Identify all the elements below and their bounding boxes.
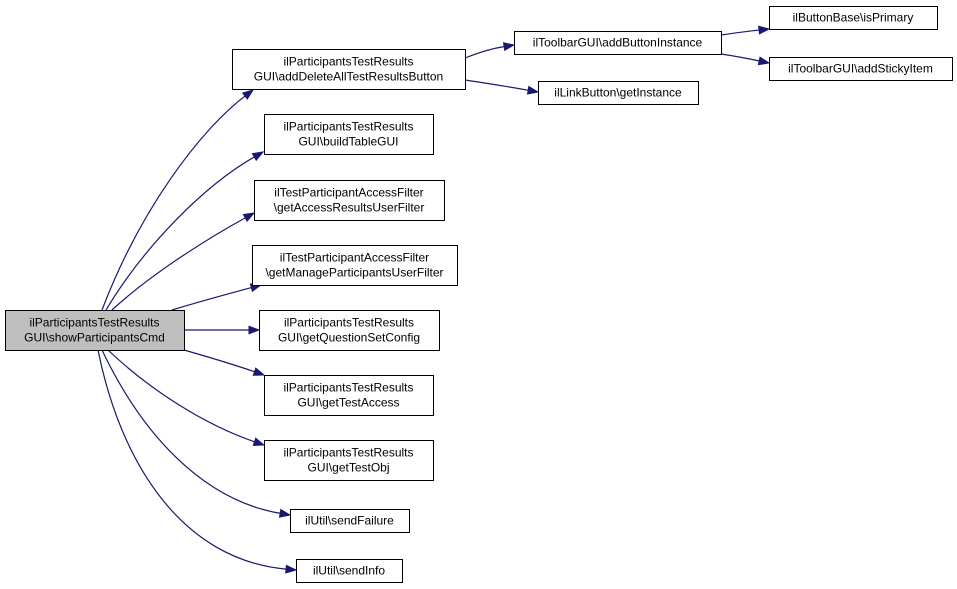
node-box bbox=[264, 440, 434, 481]
node-label-line: GUI\buildTableGUI bbox=[298, 135, 398, 149]
node-label-line: GUI\getQuestionSetConfig bbox=[278, 331, 420, 345]
edge-showParticipantsCmd-to-getAccessResultsUserFilter bbox=[111, 216, 247, 311]
arrowhead-addDeleteAllTestResultsButton bbox=[241, 89, 255, 100]
node-box bbox=[538, 81, 699, 105]
node-label-line: ilToolbarGUI\addButtonInstance bbox=[533, 36, 703, 50]
node-box bbox=[769, 6, 938, 30]
node-addDeleteAllTestResultsButton[interactable]: ilParticipantsTestResultsGUI\addDeleteAl… bbox=[232, 49, 466, 90]
node-label-line: ilUtil\sendFailure bbox=[305, 514, 394, 528]
node-box bbox=[264, 375, 434, 416]
edge-showParticipantsCmd-to-getManageParticipantsUserFilter bbox=[171, 286, 253, 311]
edge-addButtonInstance-to-isPrimary bbox=[720, 29, 761, 36]
node-label-line: ilParticipantsTestResults bbox=[283, 55, 413, 69]
edges-layer bbox=[97, 25, 771, 574]
node-label-line: ilTestParticipantAccessFilter bbox=[274, 186, 423, 200]
arrowhead-addStickyItem bbox=[757, 56, 771, 66]
arrowhead-sendInfo bbox=[285, 564, 298, 574]
node-label-line: \getAccessResultsUserFilter bbox=[274, 201, 425, 215]
node-label-line: ilParticipantsTestResults bbox=[283, 381, 413, 395]
arrowhead-getInstance bbox=[526, 85, 540, 95]
node-label-line: GUI\getTestAccess bbox=[297, 396, 399, 410]
arrowhead-buildTableGUI bbox=[251, 151, 265, 162]
node-getManageParticipantsUserFilter[interactable]: ilTestParticipantAccessFilter\getManageP… bbox=[252, 245, 458, 286]
edge-showParticipantsCmd-to-sendFailure bbox=[101, 349, 282, 515]
node-box bbox=[5, 310, 185, 351]
arrowhead-getTestAccess bbox=[252, 367, 266, 376]
edge-showParticipantsCmd-to-sendInfo bbox=[97, 349, 288, 570]
node-sendFailure[interactable]: ilUtil\sendFailure bbox=[290, 509, 410, 533]
node-label-line: GUI\addDeleteAllTestResultsButton bbox=[254, 70, 443, 84]
edge-showParticipantsCmd-to-getTestObj bbox=[107, 349, 256, 443]
arrowhead-sendFailure bbox=[278, 508, 292, 518]
edge-addDeleteAllTestResultsButton-to-getInstance bbox=[464, 79, 530, 92]
edge-addDeleteAllTestResultsButton-to-addButtonInstance bbox=[464, 45, 506, 59]
node-addStickyItem[interactable]: ilToolbarGUI\addStickyItem bbox=[769, 57, 953, 81]
node-box bbox=[290, 509, 410, 533]
node-box bbox=[252, 245, 458, 286]
edge-showParticipantsCmd-to-getTestAccess bbox=[183, 349, 256, 373]
node-label-line: ilParticipantsTestResults bbox=[283, 446, 413, 460]
node-box bbox=[254, 180, 445, 221]
node-label-line: ilTestParticipantAccessFilter bbox=[280, 251, 429, 265]
node-isPrimary[interactable]: ilButtonBase\isPrimary bbox=[769, 6, 938, 30]
node-label-line: ilToolbarGUI\addStickyItem bbox=[788, 62, 933, 76]
edge-showParticipantsCmd-to-buildTableGUI bbox=[105, 155, 256, 311]
node-label-line: GUI\getTestObj bbox=[307, 461, 389, 475]
node-label-line: ilParticipantsTestResults bbox=[29, 316, 159, 330]
node-buildTableGUI[interactable]: ilParticipantsTestResultsGUI\buildTableG… bbox=[264, 114, 434, 155]
node-box bbox=[232, 49, 466, 90]
node-addButtonInstance[interactable]: ilToolbarGUI\addButtonInstance bbox=[514, 31, 722, 55]
edge-addButtonInstance-to-addStickyItem bbox=[720, 53, 761, 62]
node-getAccessResultsUserFilter[interactable]: ilTestParticipantAccessFilter\getAccessR… bbox=[254, 180, 445, 221]
nodes-layer: ilParticipantsTestResultsGUI\showPartici… bbox=[5, 6, 953, 583]
node-getQuestionSetConfig[interactable]: ilParticipantsTestResultsGUI\getQuestion… bbox=[259, 310, 440, 351]
node-label-line: ilParticipantsTestResults bbox=[283, 120, 413, 134]
node-box bbox=[514, 31, 722, 55]
node-label-line: ilButtonBase\isPrimary bbox=[793, 11, 914, 25]
arrowhead-isPrimary bbox=[758, 25, 771, 35]
node-box bbox=[769, 57, 953, 81]
node-label-line: ilParticipantsTestResults bbox=[284, 316, 414, 330]
node-label-line: ilLinkButton\getInstance bbox=[554, 86, 682, 100]
node-label-line: GUI\showParticipantsCmd bbox=[24, 331, 165, 345]
node-label-line: ilUtil\sendInfo bbox=[313, 564, 385, 578]
node-sendInfo[interactable]: ilUtil\sendInfo bbox=[296, 559, 403, 583]
node-box bbox=[264, 114, 434, 155]
arrowhead-getQuestionSetConfig bbox=[248, 325, 261, 335]
arrowhead-getTestObj bbox=[252, 437, 266, 446]
node-box bbox=[259, 310, 440, 351]
edge-showParticipantsCmd-to-addDeleteAllTestResultsButton bbox=[101, 94, 247, 311]
node-showParticipantsCmd[interactable]: ilParticipantsTestResultsGUI\showPartici… bbox=[5, 310, 185, 351]
node-box bbox=[296, 559, 403, 583]
arrowhead-getAccessResultsUserFilter bbox=[242, 212, 256, 223]
node-getInstance[interactable]: ilLinkButton\getInstance bbox=[538, 81, 699, 105]
arrowhead-addButtonInstance bbox=[502, 42, 516, 52]
node-getTestAccess[interactable]: ilParticipantsTestResultsGUI\getTestAcce… bbox=[264, 375, 434, 416]
node-label-line: \getManageParticipantsUserFilter bbox=[265, 266, 443, 280]
